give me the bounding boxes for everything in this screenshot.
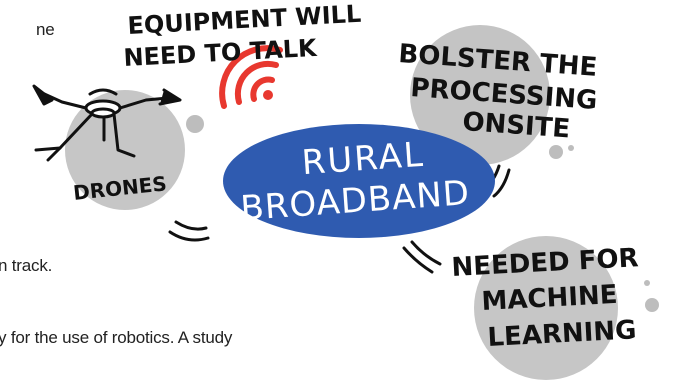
processing-bubble: [410, 25, 550, 165]
decor-dot: [549, 145, 563, 159]
decor-dot: [645, 298, 659, 312]
decor-dot: [568, 145, 574, 151]
machine-learning-label-line-2: MACHINE: [481, 280, 618, 317]
equipment-label-line-1: EQUIPMENT WILL: [127, 0, 362, 40]
decor-dot: [186, 115, 204, 133]
drone-icon: [32, 84, 182, 162]
processing-label-line-3: ONSITE: [462, 107, 572, 144]
article-text-line-1: ne: [36, 20, 55, 39]
central-oval: [223, 124, 495, 238]
article-text-line-2: n track.: [0, 256, 53, 275]
machine-learning-label-line-3: LEARNING: [487, 315, 637, 353]
equipment-label-line-2: NEED TO TALK: [123, 34, 319, 72]
wifi-signal-icon: [219, 45, 283, 109]
machine-learning-bubble: [474, 236, 618, 380]
article-text-line-3: y for the use of robotics. A study: [0, 328, 233, 347]
central-label-line-1: RURAL: [301, 135, 426, 183]
processing-label: BOLSTER THE PROCESSING ONSITE: [398, 39, 599, 144]
decor-dot: [644, 280, 650, 286]
equipment-label: EQUIPMENT WILL NEED TO TALK: [123, 0, 362, 72]
drones-bubble: [65, 90, 185, 210]
